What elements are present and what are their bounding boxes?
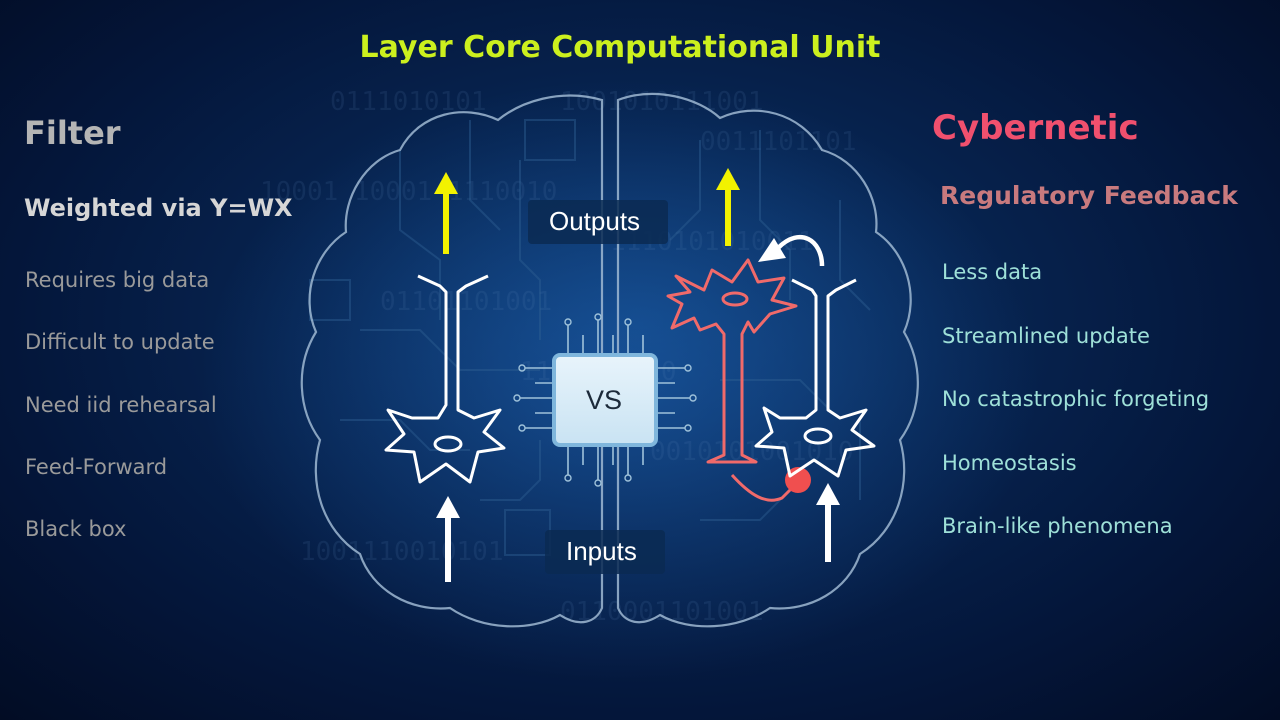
filter-item: Need iid rehearsal	[25, 393, 217, 417]
feedback-curve-arrow	[758, 235, 825, 267]
right-output-arrow	[716, 168, 740, 246]
filter-subheading: Weighted via Y=WX	[24, 194, 293, 222]
inputs-label: Inputs	[566, 536, 637, 566]
right-neuron	[754, 278, 876, 478]
left-input-arrow	[436, 496, 460, 582]
cybernetic-item: Less data	[942, 260, 1043, 284]
feedback-neuron	[666, 258, 800, 502]
inputs-label-bg	[545, 530, 665, 574]
right-hemisphere	[616, 92, 919, 628]
chip-pins	[520, 320, 690, 480]
cybernetic-item: Homeostasis	[942, 451, 1077, 475]
cybernetic-subheading: Regulatory Feedback	[940, 181, 1238, 210]
left-output-arrow	[434, 172, 458, 254]
left-neuron	[384, 274, 506, 484]
right-input-arrow	[816, 483, 840, 562]
binary-text: 01101101001	[380, 287, 552, 317]
chip-label: VS	[585, 385, 623, 415]
vs-chip	[552, 353, 658, 447]
outputs-label-bg	[528, 200, 668, 244]
cybernetic-item: No catastrophic forgeting	[942, 387, 1210, 411]
brain-outline	[300, 92, 919, 628]
binary-text: 0011101101	[700, 127, 857, 157]
binary-text: 10001 10001 1110010	[260, 177, 557, 207]
filter-item: Difficult to update	[25, 330, 215, 354]
filter-item: Feed-Forward	[25, 455, 168, 479]
slide-title: Layer Core Computational Unit	[359, 30, 881, 65]
cybernetic-item: Brain-like phenomena	[942, 514, 1173, 538]
binary-text: 1001010111001	[560, 87, 764, 117]
outputs-label: Outputs	[549, 206, 641, 236]
filter-heading: Filter	[24, 114, 121, 152]
cybernetic-heading: Cybernetic	[932, 108, 1139, 148]
left-hemisphere	[300, 94, 604, 628]
filter-item: Black box	[25, 517, 127, 541]
filter-item: Requires big data	[25, 268, 210, 292]
binary-text: 1001110010101	[300, 537, 504, 567]
cybernetic-item: Streamlined update	[942, 324, 1150, 348]
binary-text: 0110001101001	[560, 597, 764, 627]
chip-pin-dots	[513, 313, 697, 487]
